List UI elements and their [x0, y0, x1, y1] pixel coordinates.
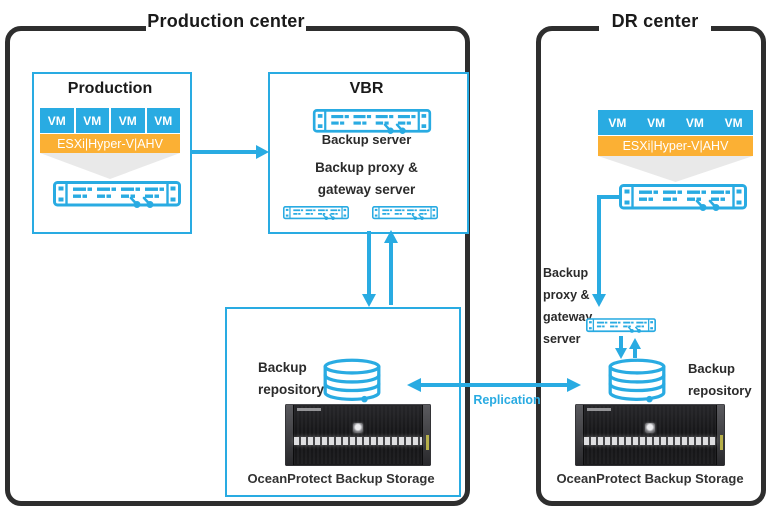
- huawei-logo-icon: [353, 422, 363, 433]
- storage-brand-mark: [297, 408, 321, 411]
- vm-badge: VM: [608, 115, 627, 130]
- dr-oceanprotect-caption: OceanProtect Backup Storage: [556, 471, 744, 486]
- replication-label: Replication: [473, 393, 541, 407]
- backup-server-label: Backup server: [321, 132, 412, 147]
- dr-proxy-label-line1: Backup: [543, 266, 589, 280]
- storage-left-rail: [576, 405, 584, 465]
- storage-yellow-indicator: [720, 435, 723, 450]
- storage-mesh-texture: [293, 406, 423, 464]
- storage-left-rail: [286, 405, 294, 465]
- storage-mesh-texture: [583, 406, 717, 464]
- production-vm-row: VM VM VM VM: [40, 108, 180, 133]
- huawei-logo-icon: [645, 422, 655, 433]
- dr-proxy-label-line2: proxy &: [543, 288, 590, 302]
- dr-proxy-label-line4: server: [543, 332, 581, 346]
- storage-yellow-indicator: [426, 435, 429, 450]
- dr-vm-row: VM VM VM VM: [598, 110, 753, 135]
- vbr-box-title: VBR: [349, 80, 384, 97]
- dr-proxy-label-line3: gateway: [543, 310, 593, 324]
- dr-center-title: DR center: [599, 3, 711, 40]
- production-hypervisor-bar: ESXi|Hyper-V|AHV: [40, 134, 180, 153]
- backup-proxy-label-line2: gateway server: [317, 182, 416, 197]
- production-box-title: Production: [67, 80, 153, 97]
- production-center-title-text: Production center: [147, 11, 305, 31]
- oceanprotect-storage-image: [285, 404, 431, 466]
- vm-badge: VM: [685, 115, 704, 130]
- vm-badge: VM: [111, 108, 145, 133]
- storage-brand-mark: [587, 408, 611, 411]
- dr-oceanprotect-storage-image: [575, 404, 725, 466]
- oceanprotect-caption: OceanProtect Backup Storage: [247, 471, 435, 486]
- vm-badge: VM: [724, 115, 743, 130]
- vm-badge: VM: [40, 108, 74, 133]
- storage-led-band: [294, 436, 422, 445]
- repository-label-line1: Backup: [258, 360, 307, 375]
- production-center-title: Production center: [146, 3, 306, 40]
- storage-led-band: [584, 436, 716, 445]
- repository-label-line2: repository: [258, 382, 325, 397]
- dr-repository-label-line1: Backup: [688, 361, 735, 376]
- vm-badge: VM: [146, 108, 180, 133]
- dr-repository-label-line2: repository: [688, 383, 752, 398]
- backup-proxy-label-line1: Backup proxy &: [315, 160, 418, 175]
- vm-badge: VM: [647, 115, 666, 130]
- dr-hypervisor-bar: ESXi|Hyper-V|AHV: [598, 136, 753, 156]
- vm-badge: VM: [75, 108, 109, 133]
- dr-center-title-text: DR center: [611, 11, 699, 31]
